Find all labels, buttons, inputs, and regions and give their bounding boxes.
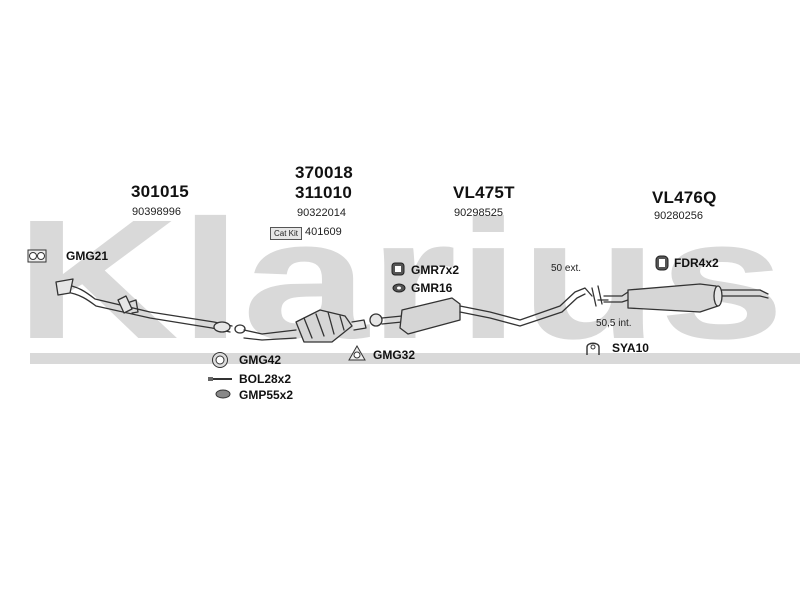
rubber-mount-fdr4x2-icon <box>655 255 669 271</box>
rubber-mount-gmr16-icon <box>392 283 406 293</box>
rubber-mount-gmr7x2-icon <box>391 262 405 276</box>
spring-gmp55x2-icon <box>215 389 231 399</box>
catkit-no: 401609 <box>305 226 342 238</box>
fitting-label-gmr16: GMR16 <box>411 281 453 295</box>
part-no-370018: 370018 <box>295 163 353 182</box>
pipe-joint-marks <box>591 285 609 307</box>
watermark-band <box>30 353 800 364</box>
oem-no-vl476q: 90280256 <box>654 210 703 222</box>
oem-no-vl475t: 90298525 <box>454 207 503 219</box>
fitting-label-sya10: SYA10 <box>612 341 649 355</box>
dimension-int: 50,5 int. <box>596 318 632 329</box>
rear-silencer <box>603 283 769 313</box>
part-no-vl475t: VL475T <box>453 183 515 202</box>
gasket-gmg21-icon <box>27 249 47 263</box>
hanger-sya10-icon <box>586 342 600 355</box>
catkit-badge: Cat Kit <box>270 227 302 240</box>
fitting-label-gmr7x2: GMR7x2 <box>411 263 460 277</box>
oem-no-311010: 90322014 <box>297 207 346 219</box>
gasket-gmg42-icon <box>212 352 228 368</box>
fitting-label-gmg42: GMG42 <box>239 353 282 367</box>
catalytic-converter <box>243 309 367 343</box>
dimension-ext: 50 ext. <box>551 263 582 274</box>
gasket-gmg32-icon <box>348 345 366 361</box>
fitting-label-gmg21: GMG21 <box>66 249 109 263</box>
part-no-311010: 311010 <box>295 183 352 202</box>
fitting-label-gmp55x2: GMP55x2 <box>239 388 294 402</box>
part-no-301015: 301015 <box>131 182 189 201</box>
front-pipe <box>55 278 246 334</box>
oem-no-301015: 90398996 <box>132 206 181 218</box>
bolt-bol28x2-icon <box>208 377 232 381</box>
middle-silencer <box>369 287 593 335</box>
part-no-vl476q: VL476Q <box>652 188 717 207</box>
fitting-label-fdr4x2: FDR4x2 <box>674 256 719 270</box>
fitting-label-gmg32: GMG32 <box>373 348 416 362</box>
watermark-logo: Klarius <box>15 185 785 375</box>
fitting-label-bol28x2: BOL28x2 <box>239 372 292 386</box>
